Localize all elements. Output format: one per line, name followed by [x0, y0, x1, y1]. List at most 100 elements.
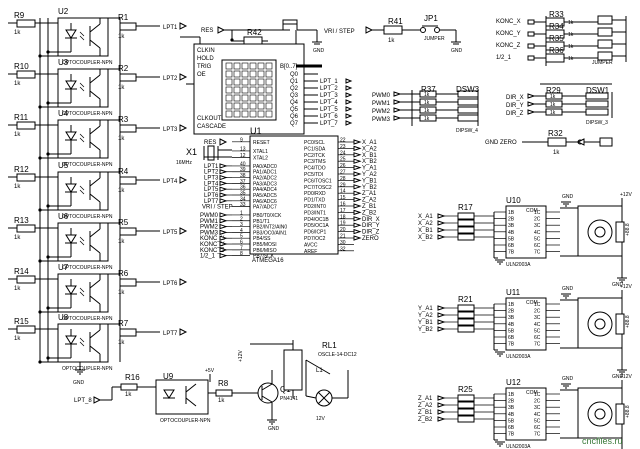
driver-in-pin: 6B — [508, 425, 515, 431]
led-matrix — [221, 59, 277, 121]
mcu-right-pin: PD4/OC1B — [304, 217, 329, 223]
lpt-output-label: LPT_5 — [320, 107, 338, 113]
matrix-dot — [233, 102, 241, 110]
driver-in-pin: 7B — [508, 432, 515, 438]
konc-resistor-value: 1k — [568, 56, 574, 62]
limit-switch-inputs: KONC_XR331kKONC_YR341kKONC_ZR351k1/2_1R3… — [496, 10, 627, 66]
pwm-label: PWM3 — [372, 117, 391, 123]
port-arrow — [179, 278, 188, 286]
switch — [597, 51, 613, 61]
wire — [79, 337, 85, 343]
wire — [79, 86, 85, 92]
mcu-left-num: 36 — [240, 185, 246, 191]
junction — [38, 259, 42, 263]
junction — [46, 101, 50, 105]
mcu-signal-label: DIR_Z — [362, 230, 380, 236]
matrix-dot — [249, 86, 257, 94]
mcu-signal-label: Y_B1 — [362, 178, 377, 184]
dir-label: DIR_Y — [506, 103, 524, 109]
matrix-dot — [257, 78, 265, 86]
lpt-output-label: LPT_4 — [320, 100, 338, 106]
port-arrow — [437, 409, 446, 415]
mcu-right-pin: PC3/TMS — [304, 159, 326, 165]
optocoupler-part: OPTOCOUPLER-NPN — [62, 316, 113, 322]
wire — [89, 23, 101, 33]
vri-label: VRI / STEP — [324, 29, 355, 35]
zero-label: GND ZERO — [485, 140, 517, 146]
input-resistor-value: 1k — [14, 336, 21, 342]
mcu-signal-label: X_B2 — [362, 159, 377, 165]
output-resistor — [119, 278, 137, 287]
wire — [89, 228, 101, 238]
output-resistor-value: 1k — [118, 85, 125, 91]
input-resistor — [16, 275, 36, 284]
mcu-left-pin: PB7/SCK — [253, 254, 275, 260]
dip-switch — [585, 92, 609, 100]
matrix-dot — [225, 102, 233, 110]
driver-in-pin: 3B — [508, 315, 515, 321]
matrix-dot — [233, 70, 241, 78]
driver-part: ULN2003A — [506, 262, 531, 268]
driver-signal-label: Z_B2 — [418, 417, 433, 423]
dir-label: DIR_X — [506, 95, 524, 101]
output-resistor-value: 1k — [118, 136, 125, 142]
wire — [79, 35, 85, 41]
wire — [317, 391, 331, 405]
mcu-right-num: 30 — [340, 240, 346, 246]
r42-ref: R42 — [247, 28, 262, 37]
mcu-signal-label: X_A1 — [362, 140, 377, 146]
konc-resistor-ref: R33 — [549, 10, 564, 19]
chip-pin-left: CLKOUT — [197, 116, 222, 122]
mcu-left-num: 13 — [240, 146, 246, 152]
atmega16-mcu: U1ATMEGA16RESET9XTAL113XTAL212PA0/ADC040… — [176, 126, 380, 264]
matrix-dot — [241, 70, 249, 78]
mcu-right-num: 16 — [340, 202, 346, 208]
mcu-left-pin: XTAL1 — [253, 149, 268, 155]
mcu-right-pin: PC0/SCL — [304, 140, 325, 146]
mcu-ctrl-label: 1/2_1 — [200, 254, 216, 260]
driver-out-pin: 3C — [534, 405, 541, 411]
port-arrow — [219, 241, 228, 247]
chip-pin-left: CASCADE — [197, 124, 226, 130]
driver-out-pin: 1C — [534, 392, 541, 398]
relay-gnd: GND — [268, 426, 280, 432]
driver-com-pin: COM — [526, 300, 538, 306]
junction — [38, 310, 42, 314]
output-resistor-value: 1k — [118, 290, 125, 296]
driver-resistor — [457, 311, 475, 319]
driver-out-pin: 4C — [534, 230, 541, 236]
mcu-right-pin: PC5/TDI — [304, 172, 323, 178]
driver-resistor — [457, 394, 475, 402]
dip-switch — [457, 106, 479, 114]
chip-pin-left: HOLD — [197, 56, 214, 62]
u9-vcc: +5V — [205, 368, 215, 374]
mcu-vri-label: VRI / STEP — [202, 205, 233, 211]
port-arrow — [179, 73, 188, 81]
mcu-left-pin: XTAL2 — [253, 156, 268, 162]
r16-value: 1k — [125, 392, 132, 398]
port-arrow — [353, 145, 362, 152]
port-arrow — [353, 216, 362, 222]
driver-in-pin: 4B — [508, 412, 515, 418]
port-box — [527, 43, 535, 49]
driver-signal-label: X_B1 — [418, 228, 433, 234]
dip-switch — [585, 108, 609, 116]
mcu-right-num: 25 — [340, 157, 346, 163]
lamp-voltage: 12V — [316, 416, 326, 422]
matrix-dot — [225, 86, 233, 94]
bus-label: B[0..7] — [280, 64, 298, 70]
wire — [185, 383, 197, 393]
driver-resistor — [457, 233, 475, 241]
r32-value: 1k — [553, 150, 560, 156]
mcu-right-pin: PD2/INT0 — [304, 204, 326, 210]
r32-resistor — [547, 137, 567, 147]
dsw1-ref: DSW1 — [586, 86, 610, 95]
driver-in-pin: 6B — [508, 335, 515, 341]
driver-out-pin: 4C — [534, 412, 541, 418]
mcu-right-pin: PD0/RXD — [304, 191, 326, 197]
mcu-right-num: 28 — [340, 176, 346, 182]
driver-out-pin: 1C — [534, 302, 541, 308]
res-arrow — [217, 26, 226, 34]
crystal-ref: X1 — [186, 147, 197, 157]
res-label: RES — [201, 28, 213, 34]
